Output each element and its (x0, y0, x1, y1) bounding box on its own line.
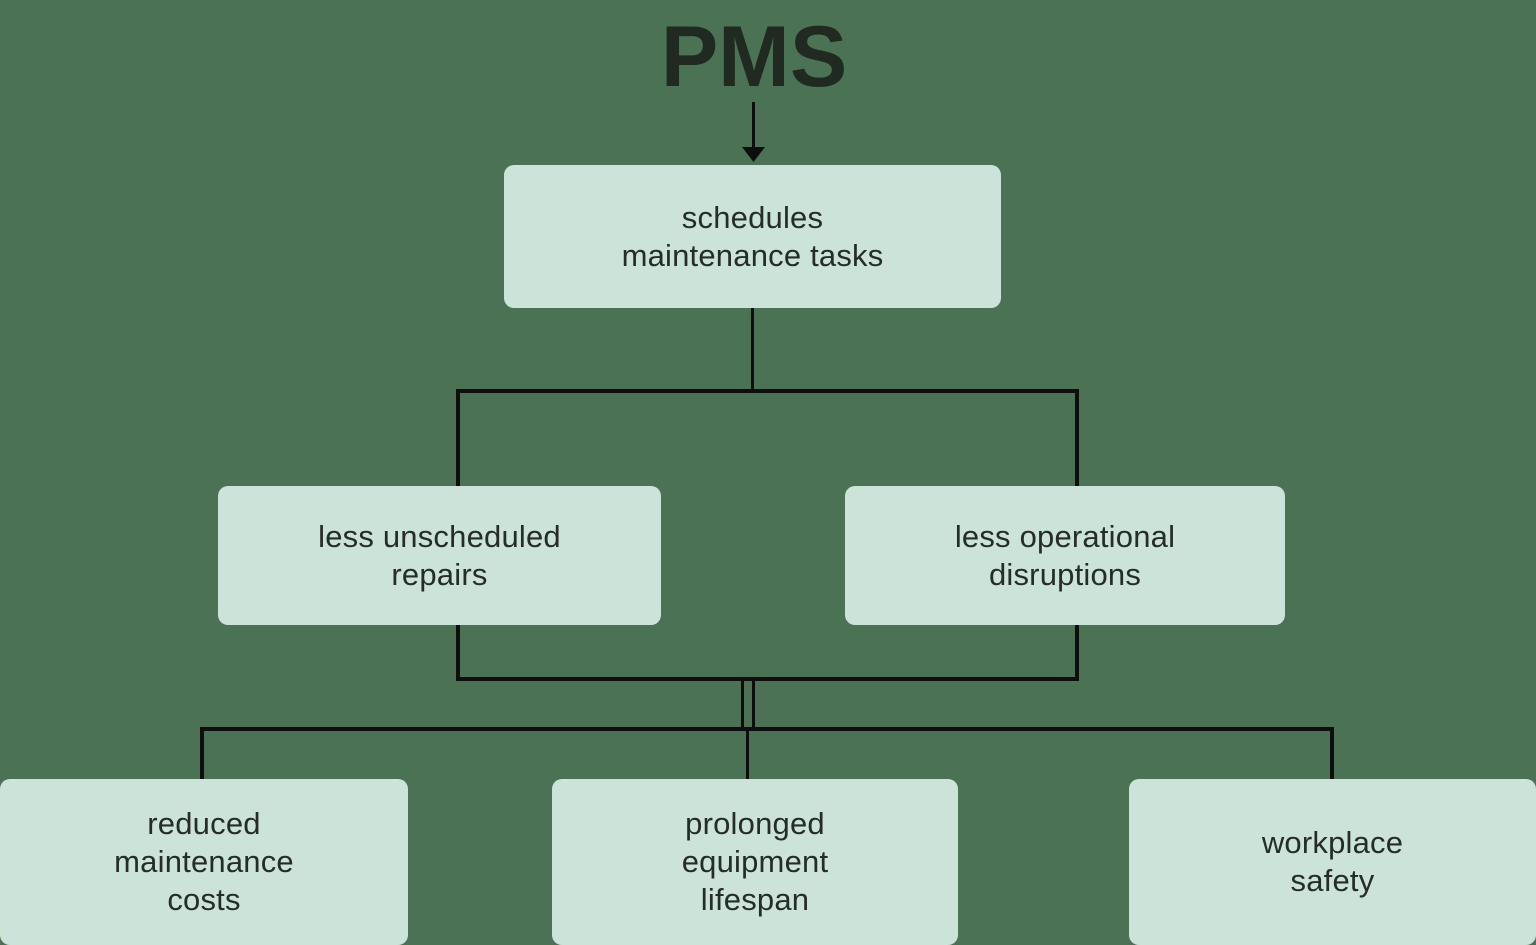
node-reduced-maintenance-costs: reduced maintenance costs (0, 779, 408, 945)
node-less-operational-disruptions: less operational disruptions (845, 486, 1285, 625)
node-schedules-maintenance-tasks: schedules maintenance tasks (504, 165, 1001, 308)
connector-level2-merge (456, 625, 1079, 729)
node-workplace-safety: workplace safety (1129, 779, 1536, 945)
node-prolonged-equipment-lifespan: prolonged equipment lifespan (552, 779, 958, 945)
connector-level3-split (200, 727, 1334, 779)
node-less-unscheduled-repairs: less unscheduled repairs (218, 486, 661, 625)
connector-schedules-to-level2 (456, 308, 1079, 486)
arrow-pms-to-schedules-icon (742, 102, 765, 162)
diagram-title: PMS (660, 9, 848, 105)
